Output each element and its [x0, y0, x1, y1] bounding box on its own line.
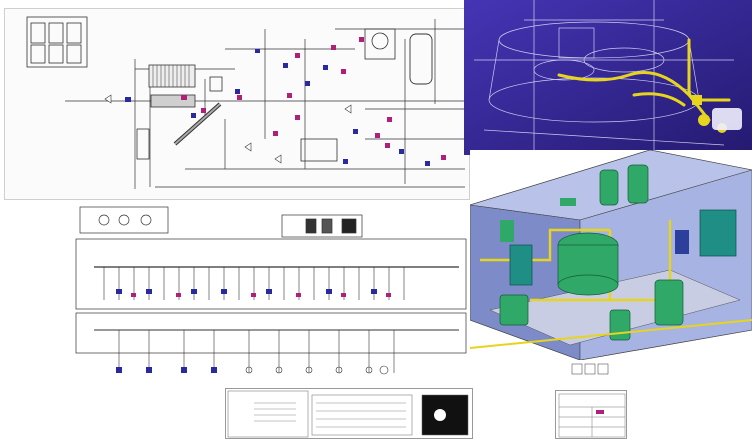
plant-room-drawing — [470, 150, 752, 360]
process-schematic-drawing — [26, 16, 465, 189]
title-block-right — [555, 390, 627, 439]
title-block-right-drawing — [558, 393, 626, 438]
wireframe-render-drawing — [464, 0, 752, 155]
title-block-left-drawing — [227, 390, 469, 438]
single-line-diagram-drawing — [75, 206, 467, 375]
plant-room-render — [470, 150, 752, 360]
small-icon-group — [570, 360, 610, 378]
small-icons-drawing — [571, 363, 609, 375]
title-block-left — [225, 388, 473, 439]
wireframe-render — [464, 0, 752, 155]
process-schematic — [4, 8, 470, 200]
single-line-diagram — [74, 205, 470, 385]
